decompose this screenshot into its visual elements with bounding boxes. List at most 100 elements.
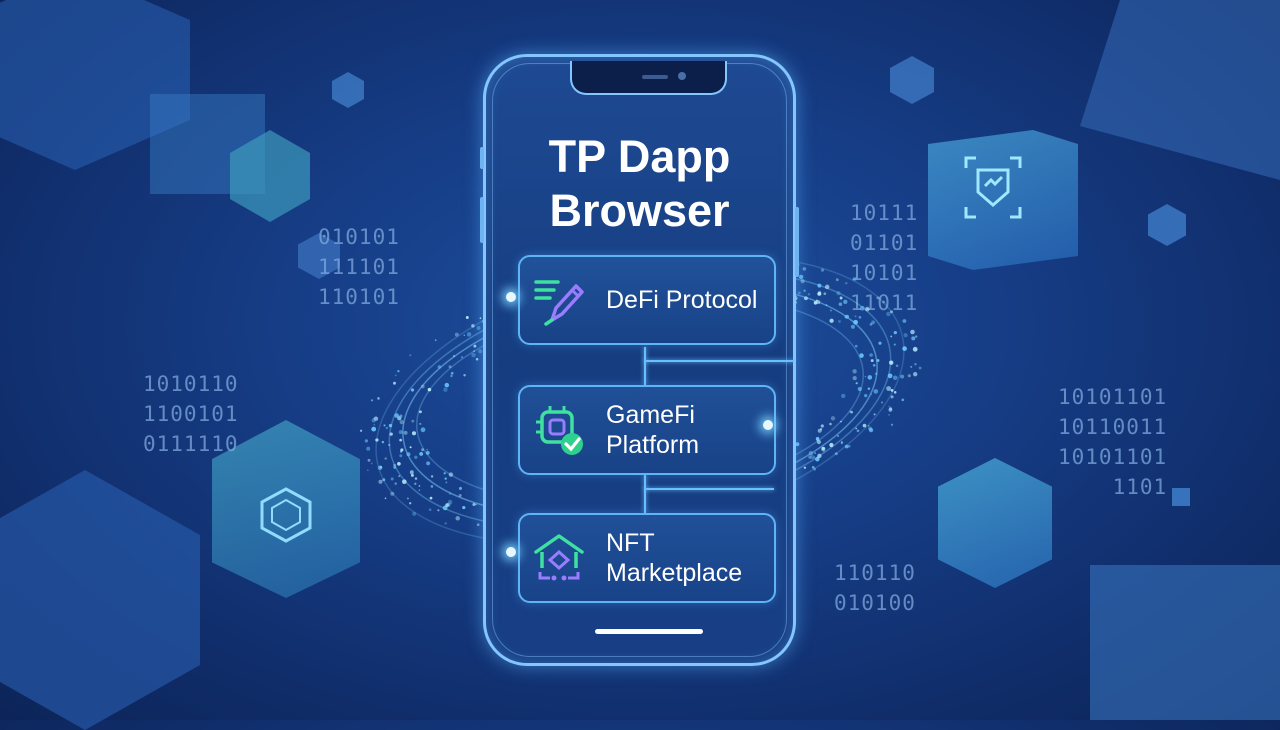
swirl-particle <box>839 296 843 300</box>
swirl-particle <box>797 291 801 295</box>
swirl-particle <box>465 316 469 319</box>
swirl-particle <box>398 475 401 478</box>
bg-hexagon-tiny-left <box>332 72 364 108</box>
swirl-particle <box>834 452 838 456</box>
swirl-particle <box>888 414 890 416</box>
swirl-particle <box>406 452 411 457</box>
phone-side-button-right <box>795 207 799 277</box>
swirl-particle <box>893 330 897 335</box>
swirl-particle <box>864 393 868 398</box>
swirl-particle <box>458 486 463 490</box>
swirl-particle <box>437 365 442 369</box>
swirl-particle <box>893 343 896 346</box>
swirl-particle <box>473 350 476 353</box>
swirl-particle <box>878 341 882 345</box>
swirl-particle <box>366 446 371 451</box>
swirl-particle <box>821 447 826 452</box>
swirl-particle <box>388 423 393 428</box>
swirl-particle <box>844 444 849 449</box>
swirl-particle <box>371 426 377 432</box>
phone-camera <box>678 72 686 80</box>
swirl-particle <box>795 442 800 447</box>
pen-list-icon <box>534 280 584 326</box>
swirl-particle <box>426 448 429 451</box>
swirl-particle <box>403 430 408 435</box>
swirl-particle <box>406 497 409 500</box>
swirl-particle <box>913 372 918 377</box>
swirl-particle <box>414 477 418 480</box>
swirl-particle <box>820 268 825 272</box>
swirl-particle <box>410 473 414 477</box>
swirl-particle <box>384 497 387 500</box>
card-defi-label: DeFi Protocol <box>606 286 758 314</box>
connector-vertical-1 <box>644 347 646 385</box>
swirl-particle <box>849 410 852 413</box>
swirl-particle <box>377 397 380 400</box>
swirl-particle <box>910 365 913 368</box>
swirl-particle <box>854 315 857 318</box>
swirl-particle <box>437 509 440 512</box>
swirl-particle <box>876 296 880 300</box>
swirl-particle <box>373 416 379 421</box>
swirl-particle <box>418 489 421 491</box>
swirl-particle <box>478 349 483 354</box>
swirl-particle <box>367 458 371 462</box>
swirl-particle <box>476 326 481 330</box>
swirl-particle <box>869 353 873 357</box>
swirl-particle <box>476 523 480 526</box>
swirl-particle <box>852 369 857 374</box>
swirl-particle <box>838 319 841 323</box>
swirl-particle <box>867 375 873 380</box>
swirl-particle <box>370 462 373 465</box>
swirl-particle <box>390 477 394 481</box>
glow-node-gamefi <box>763 420 773 430</box>
swirl-particle <box>414 455 418 459</box>
swirl-particle <box>813 467 816 471</box>
swirl-particle <box>428 508 432 512</box>
swirl-particle <box>840 393 846 399</box>
swirl-particle <box>397 370 400 373</box>
bg-cube-right <box>938 458 1052 588</box>
swirl-particle <box>397 461 401 466</box>
swirl-particle <box>912 346 918 352</box>
swirl-particle <box>825 304 828 307</box>
swirl-particle <box>873 389 879 394</box>
card-gamefi-platform[interactable]: GameFi Platform <box>518 385 776 475</box>
swirl-particle <box>850 324 855 329</box>
swirl-particle <box>870 359 874 363</box>
swirl-particle <box>370 399 374 402</box>
swirl-particle <box>384 457 387 460</box>
swirl-particle <box>859 353 864 358</box>
swirl-particle <box>914 363 917 366</box>
swirl-particle <box>901 398 905 402</box>
swirl-particle <box>844 315 847 318</box>
swirl-particle <box>410 388 415 392</box>
swirl-particle <box>382 478 386 482</box>
swirl-particle <box>858 315 862 319</box>
swirl-particle <box>430 485 434 488</box>
swirl-particle <box>394 413 399 418</box>
swirl-particle <box>893 391 897 394</box>
swirl-particle <box>425 451 430 455</box>
swirl-particle <box>854 344 858 348</box>
swirl-particle <box>857 386 862 392</box>
swirl-particle <box>454 332 459 337</box>
swirl-particle <box>803 466 807 469</box>
swirl-particle <box>399 454 403 458</box>
card-gamefi-label: GameFi Platform <box>606 401 700 459</box>
swirl-particle <box>836 291 841 296</box>
bg-tiny-square-right <box>1172 488 1190 506</box>
home-indicator[interactable] <box>595 629 703 634</box>
swirl-particle <box>816 439 821 445</box>
swirl-particle <box>803 296 808 301</box>
swirl-particle <box>903 333 908 338</box>
swirl-particle <box>888 360 894 365</box>
swirl-particle <box>383 424 386 427</box>
shield-scan-icon <box>964 156 1022 219</box>
swirl-particle <box>430 475 434 478</box>
card-nft-marketplace[interactable]: NFT Marketplace <box>518 513 776 603</box>
swirl-particle <box>890 335 893 338</box>
card-defi-protocol[interactable]: DeFi Protocol <box>518 255 776 345</box>
